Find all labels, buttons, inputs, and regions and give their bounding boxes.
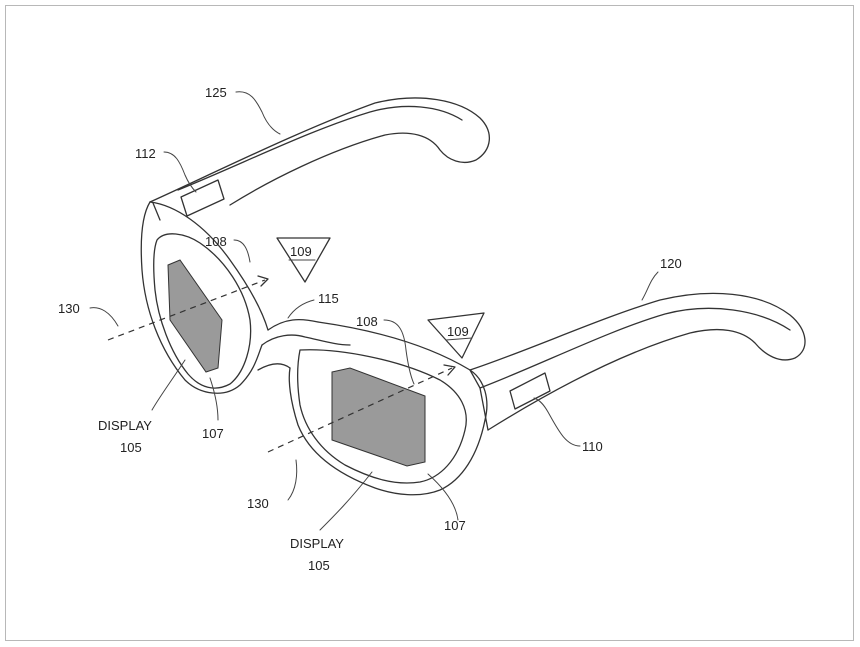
label-105-right: 105: [308, 558, 330, 573]
sensor-110: [509, 372, 551, 410]
label-display-left: DISPLAY: [98, 418, 152, 433]
leader-108-lower: [383, 319, 415, 385]
leader-112: [163, 151, 197, 193]
sensor-112: [180, 179, 225, 217]
leader-107-left: [209, 377, 219, 421]
optical-axis-right: [267, 367, 453, 453]
label-112: 112: [135, 146, 156, 161]
arrow-left-head: [257, 275, 269, 287]
label-125: 125: [205, 85, 227, 100]
display-left: [167, 259, 223, 373]
label-110: 110: [582, 439, 603, 454]
leader-130-left: [89, 307, 119, 327]
leader-115: [287, 299, 315, 319]
label-115: 115: [318, 291, 339, 306]
label-108-upper: 108: [205, 234, 227, 249]
display-right: [331, 367, 426, 467]
leader-130-right: [287, 459, 298, 501]
label-130-left: 130: [58, 301, 80, 316]
label-105-left: 105: [120, 440, 142, 455]
label-107-left: 107: [202, 426, 224, 441]
right-temple: [469, 292, 806, 431]
label-108-lower: 108: [356, 314, 378, 329]
label-120: 120: [660, 256, 682, 271]
leader-110: [533, 397, 581, 447]
label-display-right: DISPLAY: [290, 536, 344, 551]
leader-107-right: [427, 473, 459, 521]
symbol-triangle-lower: [427, 312, 485, 359]
left-temple: [149, 97, 490, 221]
arrow-right-head: [443, 364, 456, 376]
label-109-lower: 109: [447, 324, 469, 339]
label-107-right: 107: [444, 518, 466, 533]
leader-display-right: [319, 471, 373, 531]
label-109-upper: 109: [290, 244, 312, 259]
figure-frame: [5, 5, 854, 641]
underline-109-lower: [445, 337, 473, 341]
leader-display-left: [151, 359, 186, 411]
label-130-right: 130: [247, 496, 269, 511]
leader-120: [641, 271, 659, 301]
leader-108-upper: [233, 239, 251, 263]
leader-125: [235, 91, 281, 135]
